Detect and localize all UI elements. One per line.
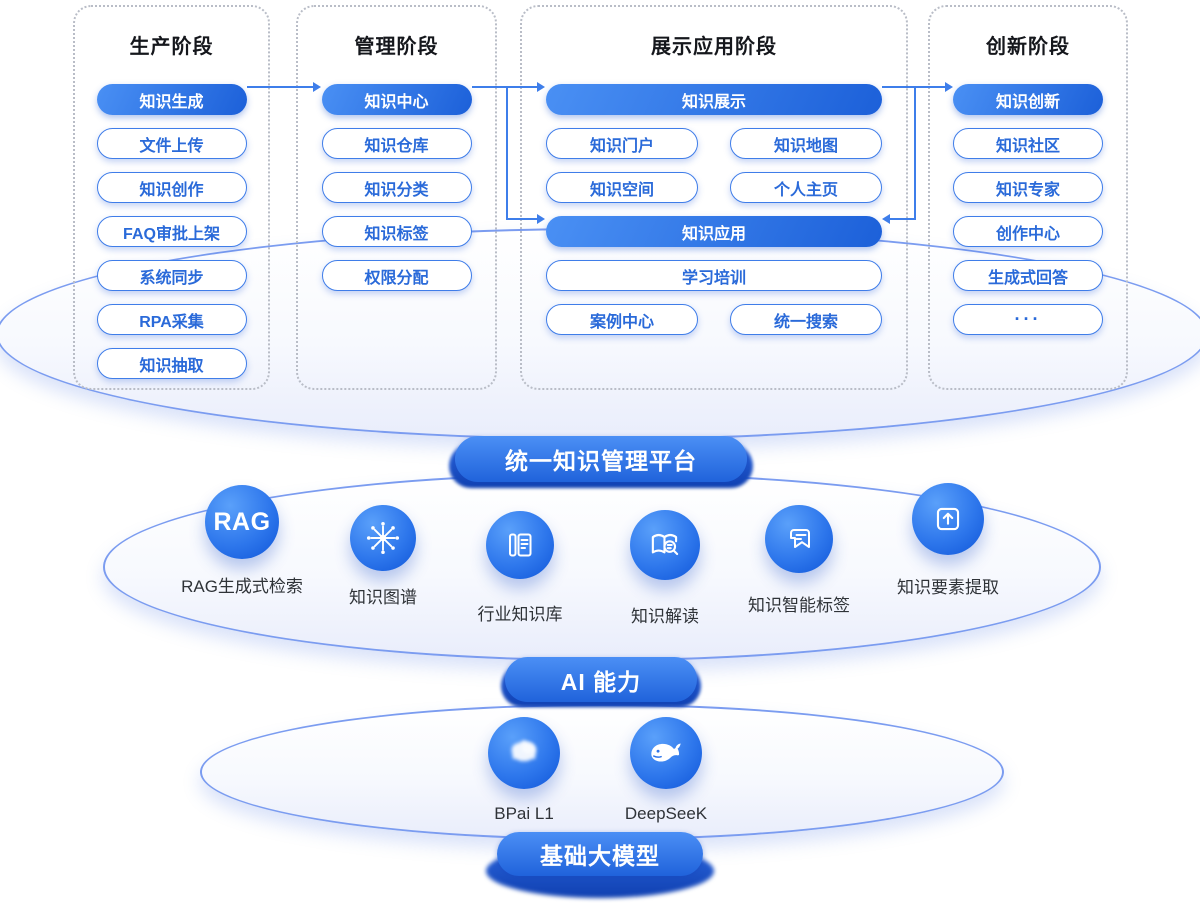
ai-capability-banner: AI 能力: [505, 657, 697, 702]
node-more: ···: [953, 304, 1103, 335]
arrowhead-icon: [882, 214, 890, 224]
node-knowledge-center: 知识中心: [321, 84, 472, 115]
capability-label: RAG生成式检索: [181, 577, 303, 596]
platform-banner: 统一知识管理平台: [455, 436, 747, 482]
column-display-application-stage: 展示应用阶段 知识展示 知识门户 知识地图 知识空间 个人主页 知识应用 学习培…: [520, 5, 908, 390]
deepseek-logo: [630, 717, 702, 789]
connector-center-branch-down: [506, 86, 508, 219]
column-title: 管理阶段: [354, 36, 439, 58]
node-knowledge-warehouse: 知识仓库: [321, 128, 472, 159]
column-innovation-stage: 创新阶段 知识创新 知识社区 知识专家 创作中心 生成式回答 ···: [928, 5, 1128, 390]
node-knowledge-creation: 知识创作: [96, 172, 247, 203]
knowledge-element-extraction-icon: [912, 483, 984, 555]
node-knowledge-innovation: 知识创新: [953, 84, 1103, 115]
industry-knowledge-base-icon: [486, 511, 554, 579]
node-knowledge-generation: 知识生成: [96, 84, 247, 115]
column-title: 展示应用阶段: [651, 36, 777, 58]
knowledge-smart-tag-icon: [765, 505, 833, 573]
bpai-logo: [488, 717, 560, 789]
node-rpa-collection: RPA采集: [96, 304, 247, 335]
connector-center-to-display: [472, 86, 537, 88]
capability-label: 知识智能标签: [748, 596, 850, 615]
node-knowledge-portal: 知识门户: [546, 128, 698, 159]
capability-label: 行业知识库: [477, 605, 563, 624]
arrowhead-icon: [945, 82, 953, 92]
node-knowledge-classification: 知识分类: [321, 172, 472, 203]
foundation-model-banner: 基础大模型: [497, 832, 703, 876]
connector-display-to-innovation: [882, 86, 945, 88]
connector-generation-to-center: [247, 86, 313, 88]
node-knowledge-extraction: 知识抽取: [96, 348, 247, 379]
arrowhead-icon: [313, 82, 321, 92]
connector-display-branch-down: [914, 86, 916, 219]
node-personal-homepage: 个人主页: [730, 172, 882, 203]
column-management-stage: 管理阶段 知识中心 知识仓库 知识分类 知识标签 权限分配: [296, 5, 497, 390]
knowledge-graph-icon: [350, 505, 416, 571]
node-knowledge-space: 知识空间: [546, 172, 698, 203]
capability-label: 知识要素提取: [897, 578, 999, 597]
node-knowledge-community: 知识社区: [953, 128, 1103, 159]
node-system-sync: 系统同步: [96, 260, 247, 291]
arrowhead-icon: [537, 214, 545, 224]
node-knowledge-experts: 知识专家: [953, 172, 1103, 203]
node-unified-search: 统一搜索: [730, 304, 882, 335]
connector-back-to-application: [890, 218, 916, 220]
node-knowledge-tags: 知识标签: [321, 216, 472, 247]
foundation-model-ellipse: [200, 704, 1004, 840]
capability-label: 知识解读: [631, 607, 699, 626]
node-knowledge-display: 知识展示: [546, 84, 882, 115]
node-learning-training: 学习培训: [546, 260, 882, 291]
node-faq-approval: FAQ审批上架: [96, 216, 247, 247]
column-title: 创新阶段: [986, 36, 1070, 58]
node-case-center: 案例中心: [546, 304, 698, 335]
arrowhead-icon: [537, 82, 545, 92]
node-file-upload: 文件上传: [96, 128, 247, 159]
node-knowledge-application: 知识应用: [546, 216, 882, 247]
rag-badge-icon: RAG: [205, 485, 279, 559]
node-creation-center: 创作中心: [953, 216, 1103, 247]
model-label: DeepSeeK: [624, 804, 708, 823]
knowledge-interpretation-icon: [630, 510, 700, 580]
model-label: BPai L1: [494, 804, 554, 823]
column-production-stage: 生产阶段 知识生成 文件上传 知识创作 FAQ审批上架 系统同步 RPA采集 知…: [73, 5, 270, 390]
capability-label: 知识图谱: [349, 588, 417, 607]
node-knowledge-map: 知识地图: [730, 128, 882, 159]
connector-center-to-application: [506, 218, 537, 220]
node-generative-answer: 生成式回答: [953, 260, 1103, 291]
column-title: 生产阶段: [129, 36, 214, 58]
node-permission-assignment: 权限分配: [321, 260, 472, 291]
